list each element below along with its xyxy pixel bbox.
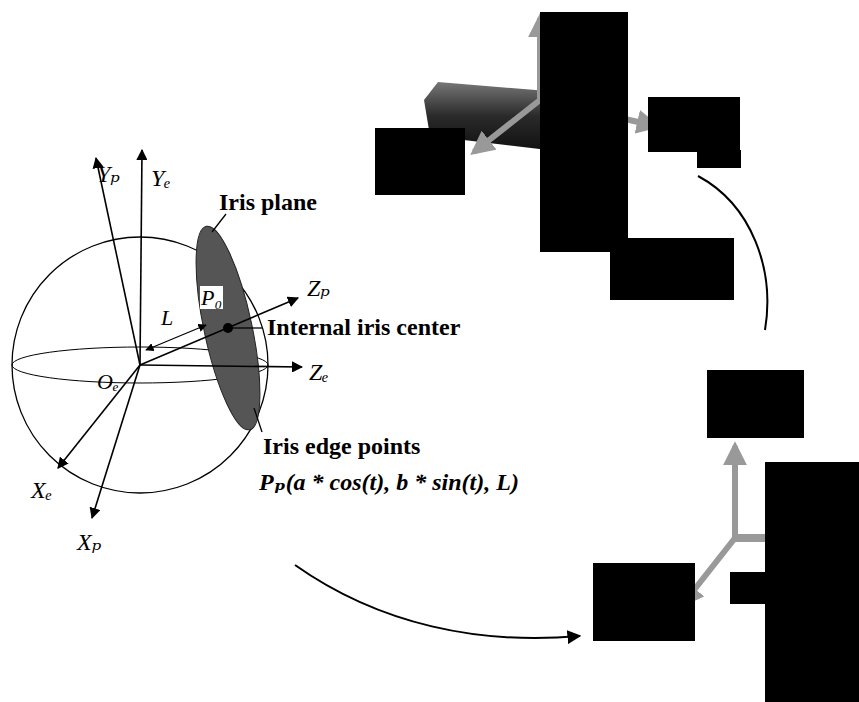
redaction-box xyxy=(375,128,465,195)
transform-curve xyxy=(295,565,580,638)
xp-axis xyxy=(92,365,140,518)
point-label: P₀ xyxy=(200,286,223,309)
axis-label: Yₚ xyxy=(96,162,121,187)
leader-line xyxy=(254,408,262,432)
ye-axis xyxy=(140,150,142,365)
iris-plane xyxy=(183,221,273,434)
origin-label: Oₑ xyxy=(96,370,120,393)
axis-label: Xₑ xyxy=(30,478,53,503)
frame-axes xyxy=(683,446,770,604)
xe-axis xyxy=(58,365,140,468)
redaction-box xyxy=(697,150,741,168)
formula-label: Pₚ(a * cos(t), b * sin(t), L) xyxy=(258,470,520,495)
camera-axis xyxy=(474,100,540,152)
redaction-box xyxy=(765,462,859,702)
leader-line xyxy=(233,327,262,328)
length-label: L xyxy=(160,306,174,329)
redaction-box xyxy=(648,97,740,152)
axis-label: Yₑ xyxy=(150,166,172,191)
axis-label: Zₑ xyxy=(308,360,330,385)
yp-axis xyxy=(96,158,140,365)
axis-label: Xₚ xyxy=(76,530,102,555)
redaction-box xyxy=(540,12,628,252)
part-label: Iris plane xyxy=(218,190,318,215)
redaction-boxes xyxy=(593,370,859,702)
part-label: Internal iris center xyxy=(266,315,461,340)
redaction-box xyxy=(610,238,734,300)
transform-curve xyxy=(698,176,767,330)
redaction-boxes xyxy=(375,12,741,300)
redaction-box xyxy=(593,563,695,641)
leader-line xyxy=(212,214,226,232)
ze-axis xyxy=(140,365,302,367)
axis-label: Zₚ xyxy=(306,276,331,301)
frame-axis xyxy=(735,534,770,542)
redaction-box xyxy=(730,572,770,604)
length-arrow xyxy=(146,325,206,350)
frame-axis xyxy=(732,446,738,538)
iris-center-dot xyxy=(223,323,233,333)
redaction-box xyxy=(707,370,804,438)
part-label: Iris edge points xyxy=(262,434,421,459)
